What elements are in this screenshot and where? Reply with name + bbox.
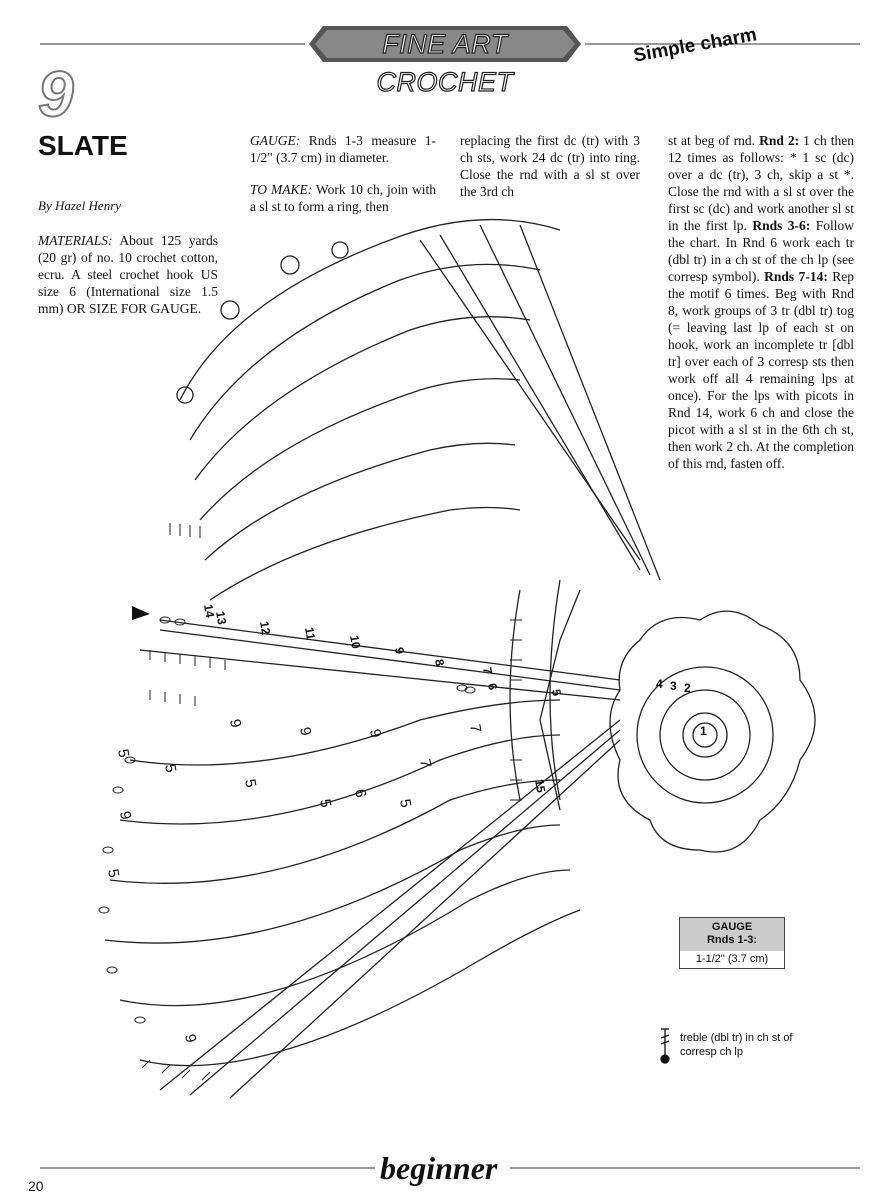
page-number: 20	[28, 1178, 44, 1194]
chart-label-11: 11	[302, 626, 318, 641]
chart-label-15: 15	[532, 778, 548, 794]
gauge-paragraph: GAUGE: Rnds 1-3 measure 1-1/2" (3.7 cm) …	[250, 132, 436, 166]
chart-label-8: 8	[432, 658, 447, 667]
pattern-title: SLATE	[38, 130, 128, 161]
chart-label-14: 14	[201, 603, 217, 619]
gauge-box-value: 1-1/2" (3.7 cm)	[695, 953, 769, 965]
instr-text: Follow the chart. In Rnd 6 work each tr …	[668, 218, 855, 284]
pattern-number: 9	[37, 58, 75, 130]
chart-label-7: 7	[480, 666, 495, 675]
gauge-label: GAUGE:	[250, 133, 301, 148]
instructions-col3: replacing the first dc (tr) with 3 ch st…	[460, 133, 640, 199]
gauge-box-header: GAUGE Rnds 1-3:	[680, 918, 784, 951]
to-make-paragraph: TO MAKE: Work 10 ch, join with a sl st t…	[250, 181, 436, 215]
chart-label-7b: 7	[466, 723, 484, 734]
chart-label-5d: 5	[241, 778, 259, 789]
chart-label-9c: 9	[296, 726, 314, 737]
header-banner	[309, 26, 581, 62]
chart-label-1: 1	[700, 724, 707, 738]
instructions-col4: st at beg of rnd. Rnd 2: 1 ch then 12 ti…	[668, 132, 854, 472]
chart-label-3: 3	[670, 679, 677, 693]
footer-rule	[40, 1167, 860, 1169]
legend-text: treble (dbl tr) in ch st of corresp ch l…	[680, 1032, 793, 1058]
banner-title: FINE ART CROCHET	[376, 28, 514, 97]
chart-label-12: 12	[257, 620, 273, 636]
chart-label-5c: 5	[161, 763, 179, 774]
gauge-box-subtitle: Rnds 1-3:	[706, 934, 758, 946]
materials-paragraph: MATERIALS: About 125 yards (20 gr) of no…	[38, 232, 218, 317]
chart-label-5f: 5	[396, 798, 414, 809]
gauge-box-title: GAUGE	[711, 921, 753, 933]
difficulty-label: beginner	[380, 1150, 498, 1186]
materials-text: About 125 yards (20 gr) of no. 10 croche…	[38, 233, 218, 316]
chart-label-5e: 5	[316, 798, 334, 809]
materials-label: MATERIALS:	[38, 233, 113, 248]
chart-label-5a: 5	[104, 868, 122, 879]
rnd-7-14-label: Rnds 7-14:	[764, 269, 828, 284]
chart-label-10: 10	[347, 634, 363, 650]
chart-label-2: 2	[684, 681, 691, 695]
start-arrow-icon	[132, 606, 150, 620]
to-make-label: TO MAKE:	[250, 182, 313, 197]
chart-label-9e: 9	[181, 1033, 199, 1044]
instr-text: st at beg of rnd.	[668, 133, 760, 148]
header-rule	[40, 43, 860, 45]
rnd-3-6-label: Rnds 3-6:	[752, 218, 811, 233]
byline: By Hazel Henry	[38, 198, 122, 213]
gauge-box: GAUGE Rnds 1-3: 1-1/2" (3.7 cm)	[679, 917, 785, 969]
chart-label-5: 5	[549, 688, 564, 697]
chart-label-9d: 9	[366, 728, 384, 739]
chart-label-9b: 9	[226, 718, 244, 729]
chart-label-6a: 6	[351, 788, 369, 799]
treble-symbol-icon	[660, 1028, 670, 1064]
chart-label-6: 6	[485, 682, 500, 691]
chart-label-9a: 9	[116, 810, 134, 821]
chart-label-4: 4	[656, 677, 663, 691]
chart-label-9: 9	[392, 646, 407, 655]
gauge-text: Rnds 1-3 measure 1-1/2" (3.7 cm) in diam…	[250, 133, 437, 165]
instr-text: 1 ch then 12 times as follows: * 1 sc (d…	[668, 133, 855, 233]
rnd-2-label: Rnd 2:	[759, 133, 800, 148]
chart-label-5b: 5	[114, 748, 132, 759]
to-make-text: Work 10 ch, join with a sl st to form a …	[250, 182, 436, 214]
instr-text: Rep the motif 6 times. Beg with Rnd 8, w…	[668, 269, 854, 471]
chart-label-13: 13	[213, 610, 229, 626]
chart-label-7a: 7	[416, 758, 434, 769]
